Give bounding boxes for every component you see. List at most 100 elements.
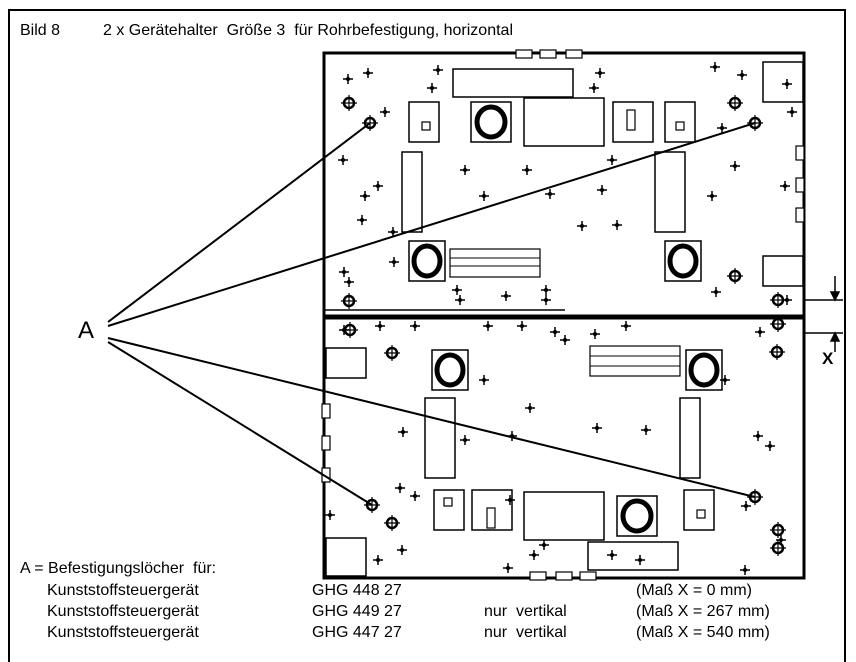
small-hole-icon xyxy=(615,223,619,227)
dimension-x-label: X xyxy=(822,349,834,368)
small-hole-icon xyxy=(482,194,486,198)
small-hole-icon xyxy=(743,568,747,572)
small-hole-icon xyxy=(544,298,548,302)
small-hole-icon xyxy=(740,73,744,77)
small-hole-icon xyxy=(593,332,597,336)
small-hole-icon xyxy=(376,184,380,188)
small-hole-icon xyxy=(783,184,787,188)
small-hole-icon xyxy=(638,558,642,562)
lower-bracket-plate xyxy=(321,316,806,581)
small-hole-icon xyxy=(506,566,510,570)
small-hole-icon xyxy=(624,324,628,328)
small-hole-icon xyxy=(600,188,604,192)
leader-lines xyxy=(107,122,756,506)
small-hole-icon xyxy=(486,324,490,328)
small-hole-icon xyxy=(756,434,760,438)
mounting-hole-icon xyxy=(727,95,743,111)
mounting-hole-icon xyxy=(727,268,743,284)
small-hole-icon xyxy=(733,164,737,168)
small-hole-icon xyxy=(347,280,351,284)
legend-row-device: Kunststoffsteuergerät xyxy=(47,624,199,641)
small-hole-icon xyxy=(598,71,602,75)
small-hole-icon xyxy=(785,298,789,302)
small-hole-icon xyxy=(744,504,748,508)
upper-bracket-plate xyxy=(322,49,806,318)
small-hole-icon xyxy=(430,86,434,90)
small-hole-icon xyxy=(758,330,762,334)
small-hole-icon xyxy=(723,378,727,382)
mounting-hole-icon xyxy=(769,344,785,360)
legend-row-measure: (Maß X = 540 mm) xyxy=(636,624,770,641)
small-hole-icon xyxy=(714,290,718,294)
frame-border xyxy=(8,9,846,662)
small-hole-icon xyxy=(328,513,332,517)
mounting-hole-icon xyxy=(770,292,786,308)
small-hole-icon xyxy=(548,192,552,196)
small-hole-icon xyxy=(768,444,772,448)
mounting-hole-icon xyxy=(341,293,357,309)
mounting-hole-icon xyxy=(384,345,400,361)
small-hole-icon xyxy=(341,158,345,162)
mounting-hole-icon xyxy=(770,540,786,556)
small-hole-icon xyxy=(413,494,417,498)
legend-title: A = Befestigungslöcher für: xyxy=(20,560,217,577)
hole-pattern xyxy=(325,62,797,575)
small-hole-icon xyxy=(592,86,596,90)
mounting-hole-icon xyxy=(384,515,400,531)
small-hole-icon xyxy=(532,553,536,557)
legend-row-measure: (Maß X = 0 mm) xyxy=(636,582,753,599)
small-hole-icon xyxy=(610,553,614,557)
small-hole-icon xyxy=(644,428,648,432)
legend-row-code: GHG 447 27 xyxy=(312,624,402,641)
legend-row-note: nur vertikal xyxy=(484,624,567,641)
small-hole-icon xyxy=(463,168,467,172)
legend-row-device: Kunststoffsteuergerät xyxy=(47,603,199,620)
legend-row-note: nur vertikal xyxy=(484,603,567,620)
small-hole-icon xyxy=(378,324,382,328)
small-hole-icon xyxy=(790,110,794,114)
small-hole-icon xyxy=(413,324,417,328)
small-hole-icon xyxy=(610,158,614,162)
small-hole-icon xyxy=(455,288,459,292)
mounting-hole-icon xyxy=(770,522,786,538)
small-hole-icon xyxy=(360,218,364,222)
small-hole-icon xyxy=(525,168,529,172)
small-hole-icon xyxy=(544,288,548,292)
legend-row-code: GHG 448 27 xyxy=(312,582,402,599)
dimension-x xyxy=(803,276,843,352)
small-hole-icon xyxy=(508,498,512,502)
small-hole-icon xyxy=(363,194,367,198)
small-hole-icon xyxy=(463,438,467,442)
small-hole-icon xyxy=(504,294,508,298)
small-hole-icon xyxy=(553,330,557,334)
small-hole-icon xyxy=(366,71,370,75)
small-hole-icon xyxy=(401,430,405,434)
small-hole-icon xyxy=(720,126,724,130)
small-hole-icon xyxy=(400,548,404,552)
small-hole-icon xyxy=(458,298,462,302)
small-hole-icon xyxy=(383,110,387,114)
small-hole-icon xyxy=(563,338,567,342)
small-hole-icon xyxy=(713,65,717,69)
small-hole-icon xyxy=(436,68,440,72)
small-hole-icon xyxy=(785,82,789,86)
small-hole-icon xyxy=(482,378,486,382)
figure-number: Bild 8 xyxy=(20,22,61,39)
mounting-hole-icon xyxy=(770,316,786,332)
small-hole-icon xyxy=(391,230,395,234)
small-hole-icon xyxy=(542,543,546,547)
small-hole-icon xyxy=(710,194,714,198)
small-hole-icon xyxy=(779,538,783,542)
mounting-hole-icon xyxy=(342,322,358,338)
mounting-hole-icon xyxy=(341,95,357,111)
small-hole-icon xyxy=(580,224,584,228)
legend-row-measure: (Maß X = 267 mm) xyxy=(636,603,770,620)
mounting-holes-label: A xyxy=(78,317,95,344)
small-hole-icon xyxy=(528,406,532,410)
legend-row-code: GHG 449 27 xyxy=(312,603,402,620)
small-hole-icon xyxy=(398,486,402,490)
small-hole-icon xyxy=(595,426,599,430)
figure-caption: 2 x Gerätehalter Größe 3 für Rohrbefesti… xyxy=(103,22,513,39)
